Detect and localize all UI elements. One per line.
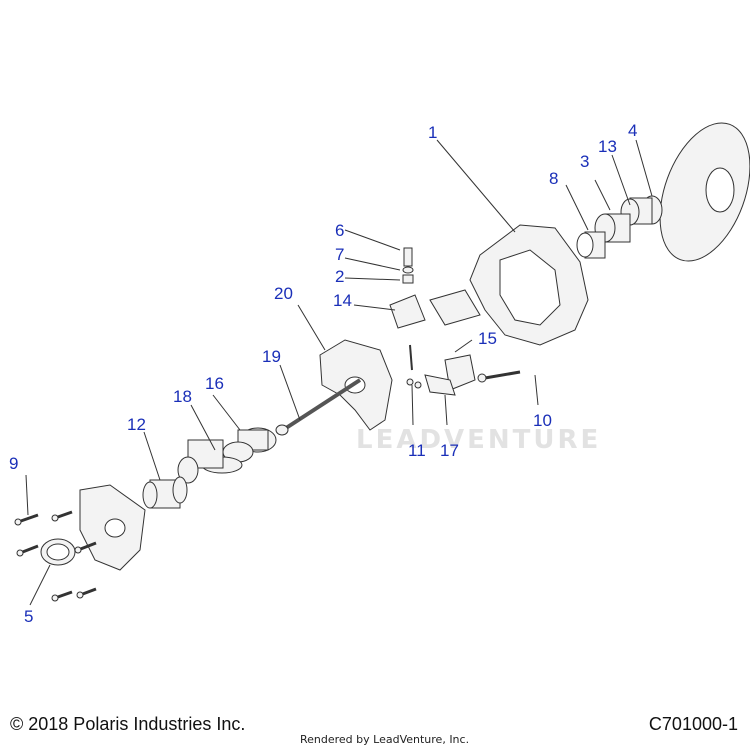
sleeve — [142, 476, 188, 509]
callout-20[interactable]: 20 — [274, 284, 293, 303]
sheave-plate — [659, 122, 750, 262]
callout-12[interactable]: 12 — [127, 415, 146, 434]
callout-7[interactable]: 7 — [335, 245, 345, 264]
spider — [319, 339, 393, 431]
bushing-stack — [576, 195, 663, 259]
callout-4[interactable]: 4 — [628, 121, 638, 140]
callout-1[interactable]: 1 — [428, 123, 438, 142]
leader-lines — [25, 139, 653, 606]
rendered-by-text: Rendered by LeadVenture, Inc. — [300, 733, 470, 746]
bushing-5 — [40, 538, 76, 566]
callout-6[interactable]: 6 — [335, 221, 345, 240]
callout-19[interactable]: 19 — [262, 347, 281, 366]
base-plate — [79, 484, 146, 571]
copyright-text: © 2018 Polaris Industries Inc. — [10, 714, 246, 734]
callout-15[interactable]: 15 — [478, 329, 497, 348]
pins-rollers — [389, 247, 521, 396]
callout-10[interactable]: 10 — [533, 411, 552, 430]
watermark: LEADVENTURE — [356, 425, 602, 455]
diagram-id: C701000-1 — [648, 714, 738, 734]
callout-14[interactable]: 14 — [333, 291, 352, 310]
callout-16[interactable]: 16 — [205, 374, 224, 393]
clutch-housing — [469, 224, 589, 346]
callout-8[interactable]: 8 — [549, 169, 559, 188]
callout-18[interactable]: 18 — [173, 387, 192, 406]
callout-17[interactable]: 17 — [440, 441, 459, 460]
callout-2[interactable]: 2 — [335, 267, 345, 286]
shaft — [275, 378, 362, 436]
spring-washer — [177, 427, 277, 484]
bolts — [14, 510, 97, 602]
callout-5[interactable]: 5 — [24, 607, 34, 626]
callout-11[interactable]: 11 — [408, 441, 426, 460]
callout-3[interactable]: 3 — [580, 152, 590, 171]
callout-13[interactable]: 13 — [598, 137, 617, 156]
callout-9[interactable]: 9 — [9, 454, 19, 473]
